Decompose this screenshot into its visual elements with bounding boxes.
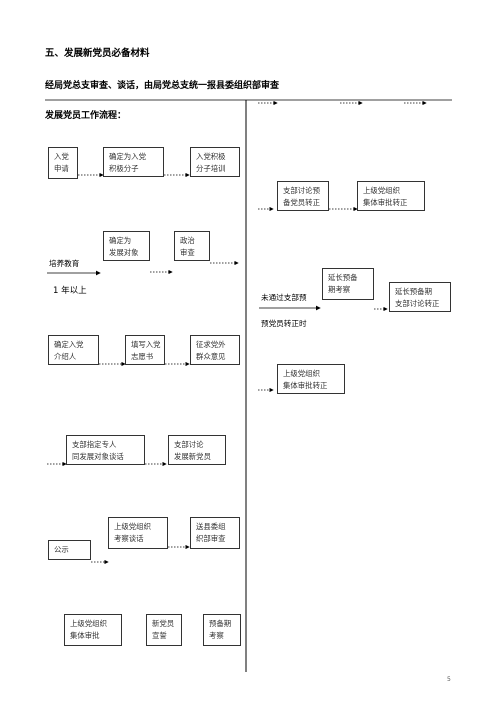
box-publicity: 公示	[48, 540, 91, 560]
box-training: 入党积极 分子培训	[190, 147, 240, 177]
box-apply: 入党 申请	[48, 147, 78, 179]
box-target: 确定为 发展对象	[103, 231, 150, 261]
box-branch-full: 支部讨论预 备党员转正	[277, 181, 329, 211]
box-county: 送县委组 织部审查	[190, 517, 240, 549]
label-at-full: 预党员转正时	[261, 319, 307, 328]
box-political: 政治 审查	[174, 231, 210, 261]
box-review-talk: 上级党组织 考察谈话	[108, 517, 168, 549]
box-extend: 延长预备 期考察	[322, 268, 374, 300]
box-upper-full-2: 上级党组织 集体审批转正	[277, 364, 345, 394]
box-probation: 预备期 考察	[203, 614, 241, 646]
box-talk: 支部指定专人 同发展对象谈话	[66, 435, 145, 465]
box-approve: 上级党组织 集体审批	[64, 614, 122, 646]
section-heading: 五、发展新党员必备材料	[45, 48, 150, 59]
box-form: 填写入党 志愿书	[125, 335, 165, 365]
box-discuss: 支部讨论 发展新党员	[168, 435, 226, 465]
box-oath: 新党员 宣誓	[146, 614, 182, 646]
label-not-passed: 未通过支部预	[261, 293, 307, 302]
box-opinion: 征求党外 群众意见	[190, 335, 240, 365]
page-number: 5	[447, 676, 451, 683]
label-one-year: 1 年以上	[53, 286, 87, 296]
label-cultivate: 培养教育	[49, 259, 80, 268]
flow-title: 发展党员工作流程：	[45, 111, 127, 121]
box-extend-discuss: 延长预备期 支部讨论转正	[389, 282, 451, 312]
box-activist: 确定为入党 积极分子	[103, 147, 164, 177]
box-introducer: 确定入党 介绍人	[48, 335, 99, 365]
box-upper-full: 上级党组织 集体审批转正	[357, 181, 425, 211]
section-subheading: 经局党总支审查、谈话，由局党总支统一报县委组织部审查	[45, 81, 280, 91]
